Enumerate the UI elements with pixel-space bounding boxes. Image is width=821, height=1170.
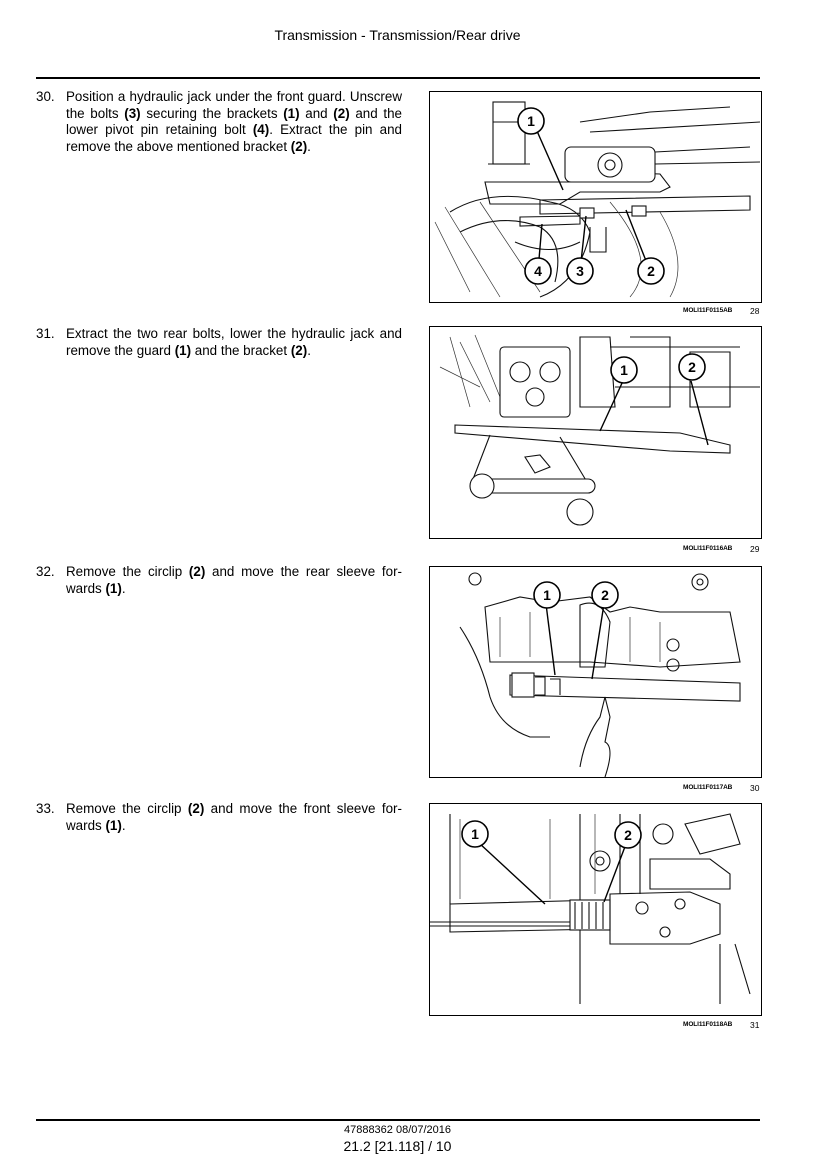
reference-number: (2) — [290, 342, 308, 358]
callout-1: 1 — [533, 581, 561, 609]
reference-number: (1) — [283, 105, 300, 121]
svg-text:2: 2 — [647, 263, 655, 279]
svg-text:2: 2 — [601, 587, 609, 603]
figure-29-illustration: 1 2 — [429, 326, 762, 539]
svg-text:1: 1 — [543, 587, 551, 603]
callout-1: 1 — [461, 820, 489, 848]
figure-30-illustration: 1 2 — [429, 566, 762, 778]
figure-code: MOLI11F0116AB — [683, 545, 733, 552]
step-number: 32. — [36, 564, 55, 579]
reference-number: (1) — [105, 580, 122, 596]
text-segment: Extract the two rear bolts, lower the hy… — [66, 326, 402, 358]
reference-number: (1) — [105, 817, 122, 833]
reference-number: (2) — [333, 105, 350, 121]
step-text: Position a hydraulic jack under the fron… — [66, 89, 402, 155]
figure-31-illustration: 1 2 — [429, 803, 762, 1016]
reference-number: (4) — [252, 122, 270, 137]
svg-text:1: 1 — [527, 113, 535, 129]
callout-2: 2 — [678, 353, 706, 381]
text-segment: and the lower pivot pin retaining bolt — [66, 105, 402, 138]
page-header-title: Transmission - Transmission/Rear drive — [274, 27, 521, 43]
footer-doc-ref: 47888362 08/07/2016 — [343, 1124, 452, 1136]
callout-1: 1 — [517, 107, 545, 135]
text-segment: and move the rear sleeve for-wards — [66, 564, 402, 596]
figure-code: MOLI11F0117AB — [683, 784, 733, 791]
text-segment: Remove the circlip — [66, 801, 188, 816]
text-segment: . — [121, 580, 126, 596]
callout-2: 2 — [637, 257, 665, 285]
text-segment: . — [307, 138, 311, 154]
callout-3: 3 — [566, 257, 594, 285]
text-segment: . Extract the pin and remove the above m… — [66, 122, 402, 154]
step-31: 31. Extract the two rear bolts, lower th… — [36, 326, 402, 359]
reference-number: (2) — [188, 564, 206, 579]
step-text: Remove the circlip (2) and move the rear… — [66, 564, 402, 597]
svg-text:1: 1 — [471, 826, 479, 842]
text-segment: and — [299, 105, 334, 121]
callout-4: 4 — [524, 257, 552, 285]
text-segment: securing the brackets — [140, 105, 284, 121]
footer-rule — [36, 1119, 760, 1121]
footer-page-ref: 21.2 [21.118] / 10 — [343, 1138, 452, 1154]
step-number: 31. — [36, 326, 55, 341]
svg-text:4: 4 — [534, 263, 542, 279]
step-number: 33. — [36, 801, 55, 816]
header-rule — [36, 77, 760, 79]
reference-number: (1) — [174, 342, 192, 358]
figure-code: MOLI11F0115AB — [683, 307, 733, 314]
svg-text:2: 2 — [624, 827, 632, 843]
svg-text:3: 3 — [576, 263, 584, 279]
figure-number: 29 — [750, 544, 760, 554]
step-33: 33. Remove the circlip (2) and move the … — [36, 801, 402, 834]
callout-2: 2 — [614, 821, 642, 849]
figure-code: MOLI11F0118AB — [683, 1021, 733, 1028]
figure-number: 31 — [750, 1020, 760, 1030]
reference-number: (2) — [290, 138, 308, 154]
text-segment: Remove the circlip — [66, 564, 189, 579]
callout-2: 2 — [591, 581, 619, 609]
text-segment: . — [121, 817, 126, 833]
step-30: 30. Position a hydraulic jack under the … — [36, 89, 402, 155]
reference-number: (3) — [124, 105, 141, 121]
step-text: Remove the circlip (2) and move the fron… — [66, 801, 402, 834]
reference-number: (2) — [187, 801, 205, 816]
text-segment: . — [307, 342, 311, 358]
figure-number: 28 — [750, 306, 760, 316]
text-segment: Position a hydraulic jack under the fron… — [66, 89, 402, 121]
step-32: 32. Remove the circlip (2) and move the … — [36, 564, 402, 597]
figure-28-illustration: 1 4 3 2 — [429, 91, 762, 303]
svg-text:1: 1 — [620, 362, 628, 378]
figure-number: 30 — [750, 783, 760, 793]
svg-text:2: 2 — [688, 359, 696, 375]
text-segment: and the bracket — [191, 342, 291, 358]
step-number: 30. — [36, 89, 55, 104]
step-text: Extract the two rear bolts, lower the hy… — [66, 326, 402, 359]
callout-1: 1 — [610, 356, 638, 384]
text-segment: and move the front sleeve for-wards — [66, 801, 402, 833]
